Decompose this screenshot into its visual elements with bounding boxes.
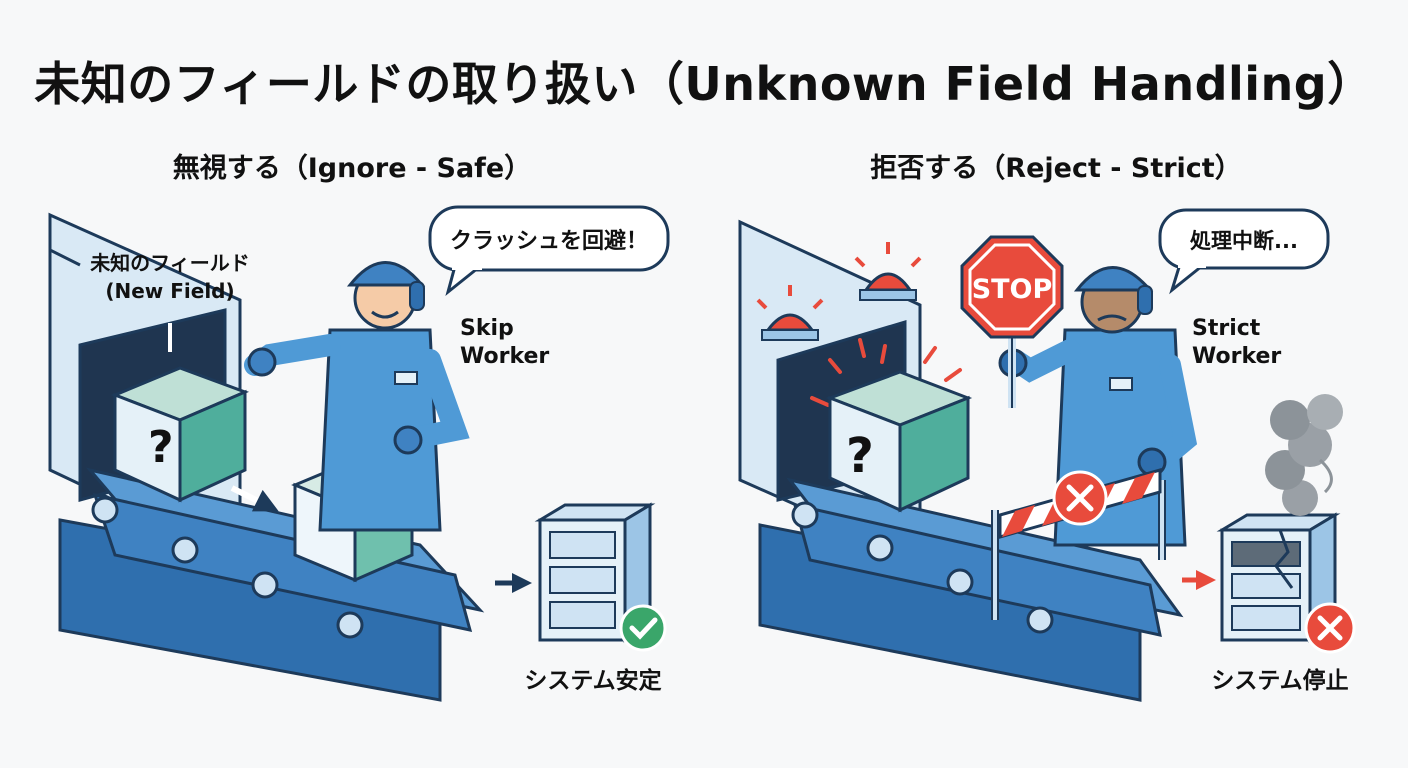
stop-sign-text: STOP xyxy=(972,274,1053,305)
left-panel: ? xyxy=(48,205,670,702)
page-title: 未知のフィールドの取り扱い（Unknown Field Handling） xyxy=(34,57,1374,111)
left-unknown-box: ? xyxy=(110,366,250,503)
left-box-question-mark: ? xyxy=(148,422,174,473)
alarm-light-icon-2 xyxy=(854,242,922,301)
smoke-icon xyxy=(1265,394,1343,516)
right-panel: ? STOP xyxy=(738,208,1356,702)
skip-worker-label-line1: Skip xyxy=(460,316,514,341)
skip-worker-label-line2: Worker xyxy=(460,344,549,369)
right-speech-bubble xyxy=(1158,208,1330,295)
right-broken-server xyxy=(1216,512,1341,643)
right-speech-text: 処理中断... xyxy=(1190,229,1298,253)
left-skip-worker xyxy=(244,261,470,532)
alarm-light-icon xyxy=(756,285,824,341)
left-speech-text: クラッシュを回避！ xyxy=(450,228,648,254)
right-unknown-box: ? xyxy=(825,370,973,513)
left-move-arrow xyxy=(230,485,279,512)
alert-rays xyxy=(810,338,962,407)
strict-worker-label-line2: Worker xyxy=(1192,344,1281,369)
unknown-field-label: 未知のフィールド xyxy=(90,251,250,275)
left-speech-bubble xyxy=(428,205,670,297)
success-check-icon xyxy=(619,604,667,652)
system-stable-label: システム安定 xyxy=(524,667,661,694)
stop-sign-icon xyxy=(960,235,1064,408)
system-stopped-label: システム停止 xyxy=(1211,667,1348,694)
unknown-field-label-en: (New Field) xyxy=(105,279,234,303)
left-panel-heading: 無視する（Ignore - Safe） xyxy=(172,153,532,184)
right-box-question-mark: ? xyxy=(846,428,874,484)
right-conveyor xyxy=(758,477,1184,702)
left-conveyor xyxy=(58,467,485,702)
strict-worker-label-line1: Strict xyxy=(1192,316,1261,341)
right-panel-heading: 拒否する（Reject - Strict） xyxy=(870,153,1242,184)
